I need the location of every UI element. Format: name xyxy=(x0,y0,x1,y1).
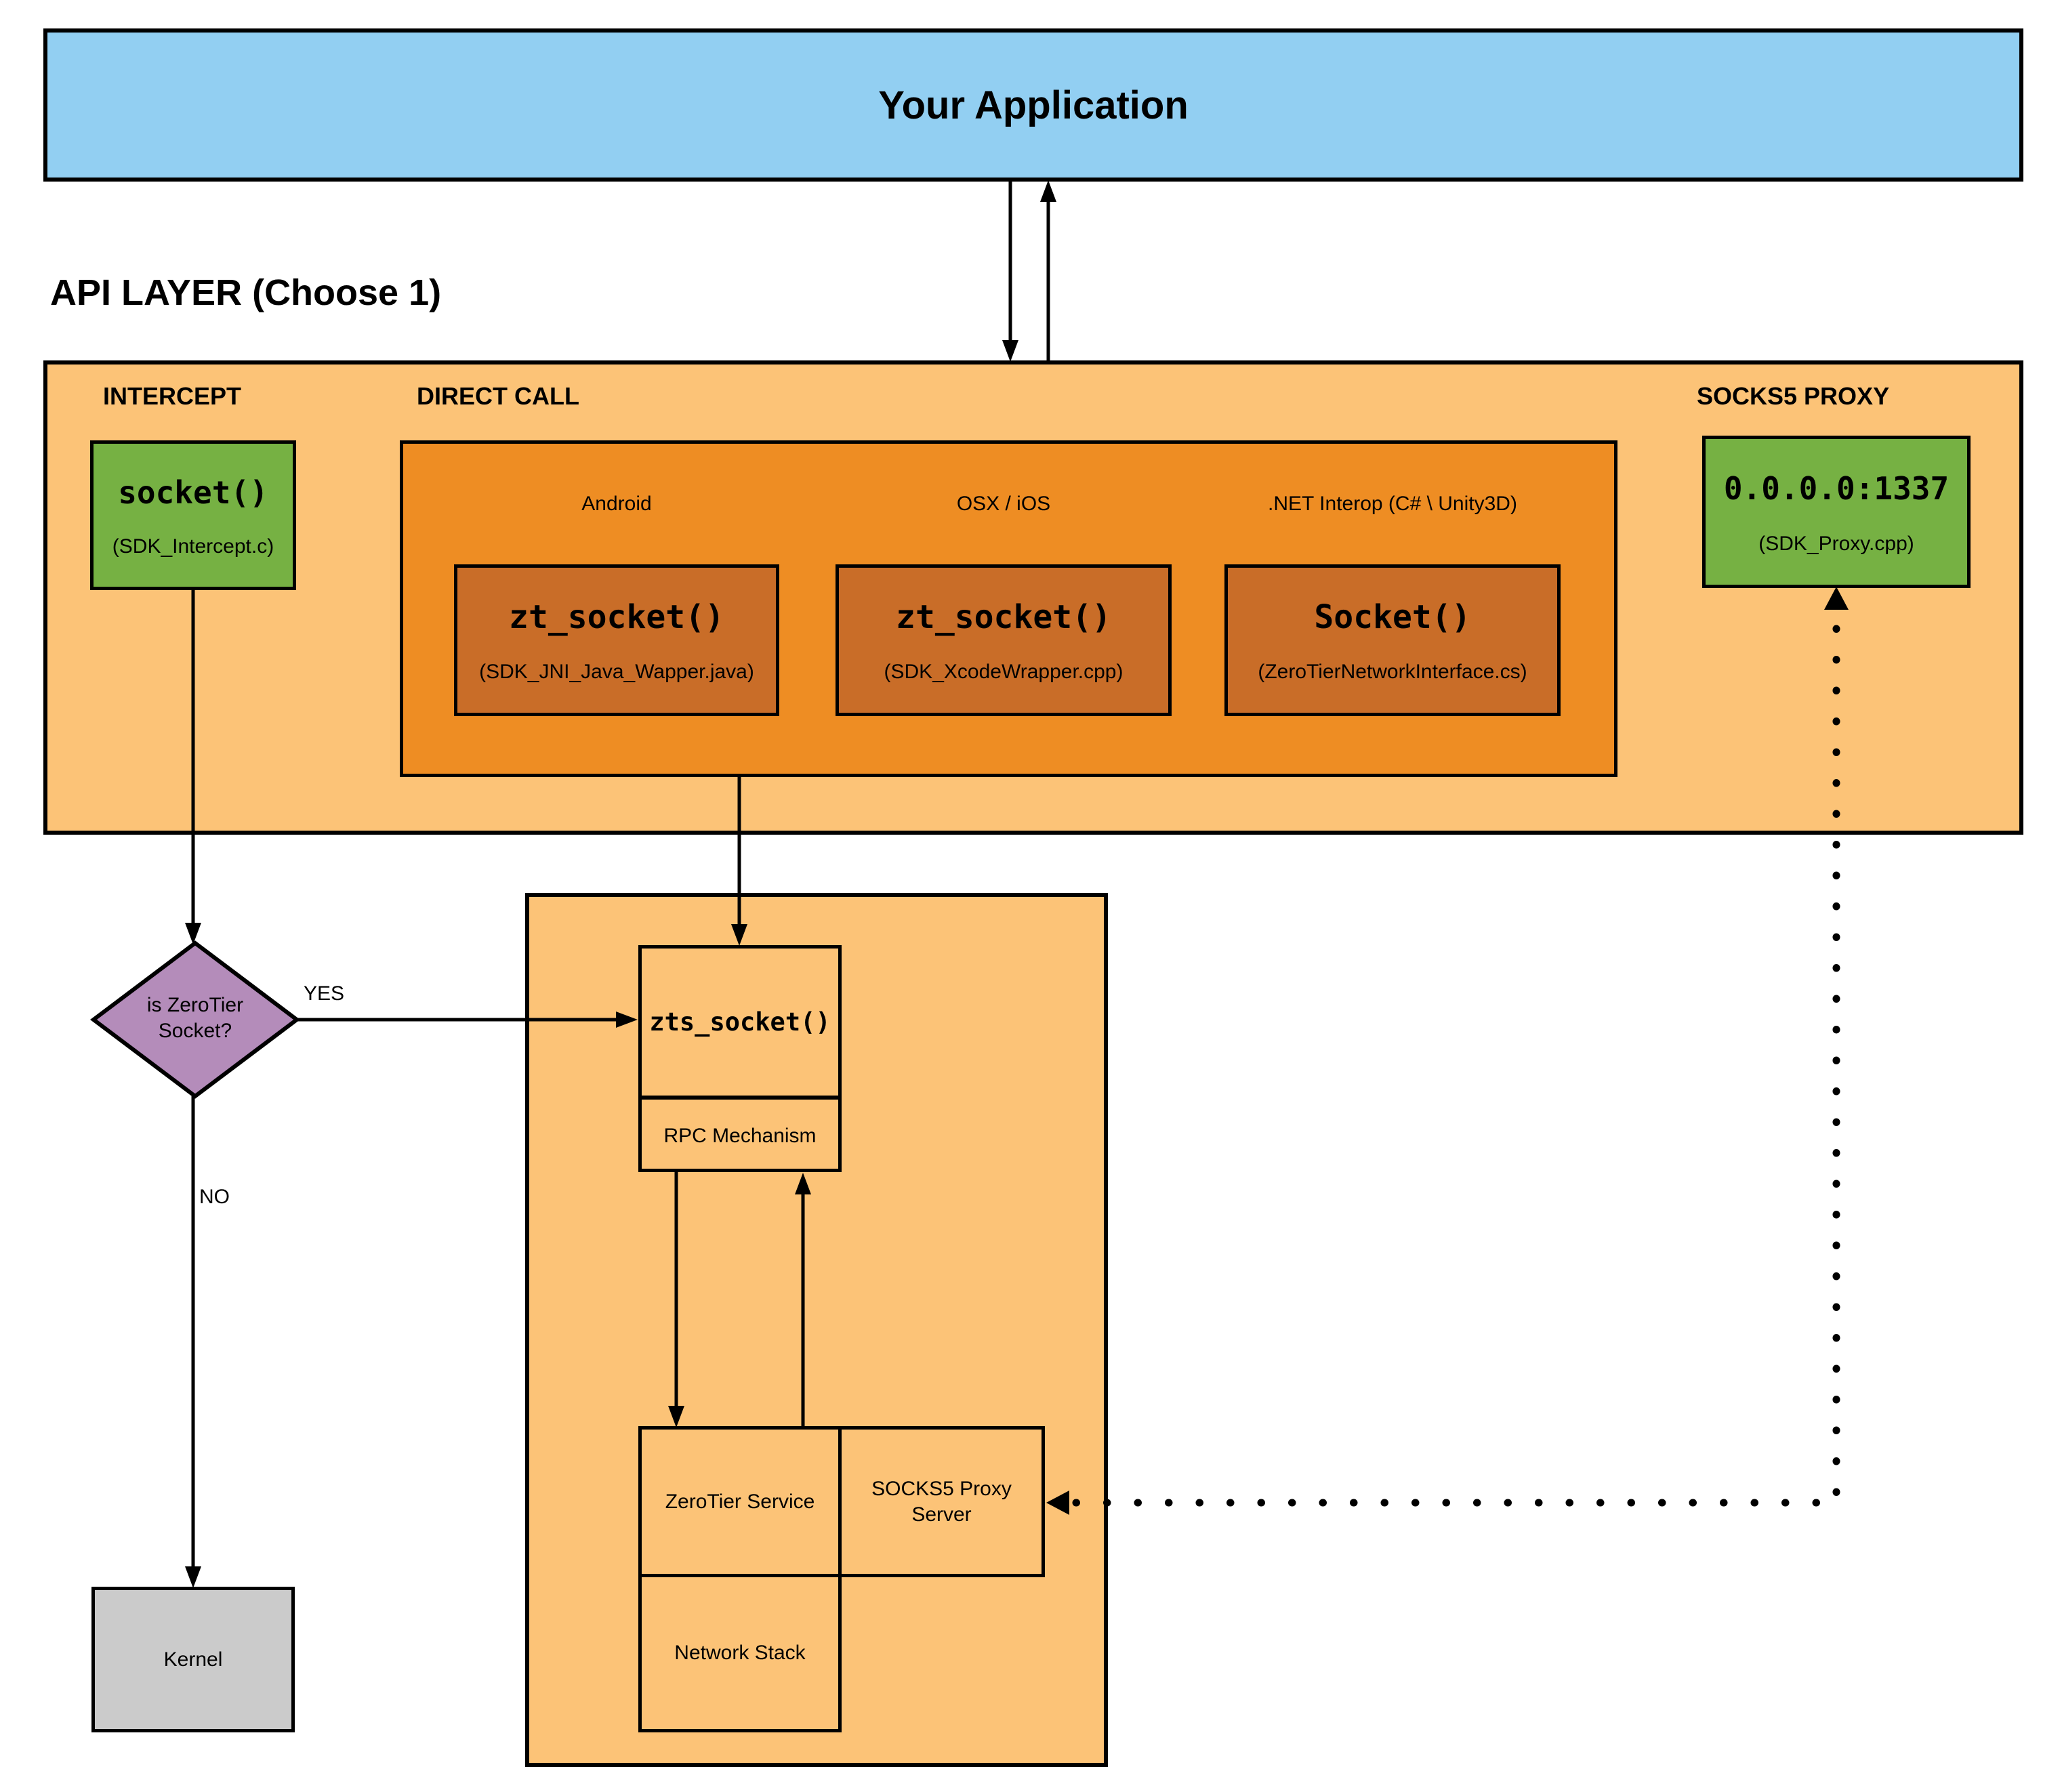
arrow-api-to-app-up xyxy=(1040,180,1056,360)
api-layer-heading: API LAYER (Choose 1) xyxy=(50,272,442,313)
socks5-proxy-server-box: SOCKS5 Proxy Server xyxy=(842,1426,1045,1577)
zt-socket-osx-title: zt_socket() xyxy=(896,598,1111,636)
decision-question: is ZeroTier Socket? xyxy=(146,994,244,1042)
socks5-proxy-address-box: 0.0.0.0:1337 (SDK_Proxy.cpp) xyxy=(1702,436,1971,588)
platform-label-android: Android xyxy=(581,493,652,515)
section-label-socks5-proxy: SOCKS5 PROXY xyxy=(1697,382,1890,410)
platform-label-osx-ios: OSX / iOS xyxy=(956,493,1051,515)
zt-socket-osx-subtitle: (SDK_XcodeWrapper.cpp) xyxy=(884,661,1123,684)
kernel-box: Kernel xyxy=(91,1587,295,1732)
arrow-decision-no-to-kernel xyxy=(185,1096,201,1588)
arrow-rpc-to-zerotier-service xyxy=(668,1172,684,1428)
arrow-directcall-to-zts xyxy=(731,777,747,946)
socket-intercept-box: socket() (SDK_Intercept.c) xyxy=(90,440,296,590)
dotted-proxy-link xyxy=(1046,587,1849,1515)
section-label-direct-call: DIRECT CALL xyxy=(417,382,579,410)
socket-dotnet-box: Socket() (ZeroTierNetworkInterface.cs) xyxy=(1224,564,1561,716)
arrow-zerotier-service-to-rpc xyxy=(795,1173,811,1426)
zt-socket-android-box: zt_socket() (SDK_JNI_Java_Wapper.java) xyxy=(454,564,779,716)
zerotier-service-box: ZeroTier Service xyxy=(638,1426,842,1577)
your-application-box: Your Application xyxy=(43,28,2023,182)
zt-socket-osx-box: zt_socket() (SDK_XcodeWrapper.cpp) xyxy=(836,564,1172,716)
platform-label-dotnet: .NET Interop (C# \ Unity3D) xyxy=(1268,493,1517,515)
socket-intercept-title: socket() xyxy=(118,474,268,511)
socks5-proxy-address: 0.0.0.0:1337 xyxy=(1723,470,1950,507)
arrow-socket-to-decision xyxy=(185,590,201,944)
arrow-app-to-api-down xyxy=(1002,182,1018,362)
decision-yes-label: YES xyxy=(304,982,345,1005)
zts-socket-title: zts_socket() xyxy=(649,1007,831,1037)
section-label-intercept: INTERCEPT xyxy=(103,382,242,410)
dotted-arrowhead-up-icon xyxy=(1824,587,1849,610)
decision-diamond xyxy=(90,940,300,1099)
rpc-mechanism-box: RPC Mechanism xyxy=(642,1096,838,1173)
zt-socket-android-title: zt_socket() xyxy=(509,598,724,636)
decision-no-label: NO xyxy=(199,1186,230,1208)
dotted-arrowhead-left-icon xyxy=(1046,1491,1069,1515)
socks5-proxy-subtitle: (SDK_Proxy.cpp) xyxy=(1758,532,1914,555)
socket-dotnet-title: Socket() xyxy=(1314,598,1471,636)
network-stack-box: Network Stack xyxy=(638,1577,842,1732)
zt-socket-android-subtitle: (SDK_JNI_Java_Wapper.java) xyxy=(479,661,754,684)
zts-socket-box: zts_socket() RPC Mechanism xyxy=(638,945,842,1172)
socket-dotnet-subtitle: (ZeroTierNetworkInterface.cs) xyxy=(1258,661,1527,684)
socket-intercept-subtitle: (SDK_Intercept.c) xyxy=(112,535,274,558)
app-title: Your Application xyxy=(878,83,1189,127)
arrow-decision-yes-to-zts xyxy=(297,1012,638,1028)
